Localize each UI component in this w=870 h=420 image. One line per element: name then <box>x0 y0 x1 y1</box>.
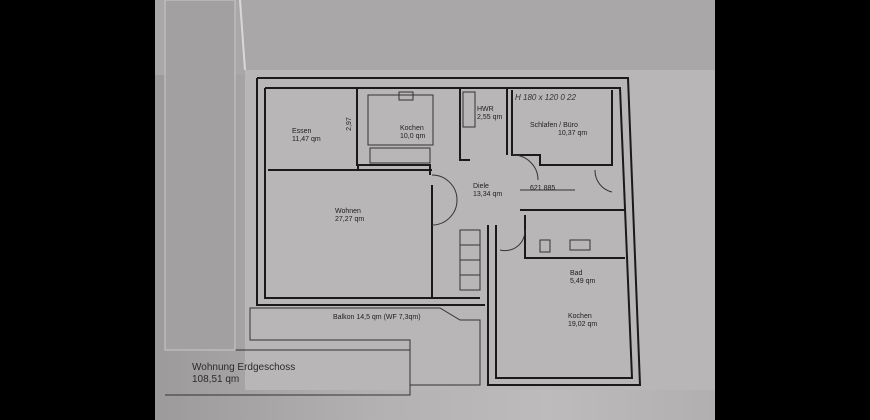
balcony-label: Balkon 14,5 qm (WF 7,3qm) <box>333 314 421 321</box>
handwritten-note: H 180 x 120 0 22 <box>515 93 576 102</box>
paper-strip <box>164 0 236 351</box>
paper-top <box>155 0 715 75</box>
walls <box>256 77 642 386</box>
dimension-door: 621 885 <box>530 185 556 192</box>
dimension-height: 2,97 <box>345 117 353 131</box>
fixtures <box>165 91 613 396</box>
paper-fold <box>239 0 246 71</box>
